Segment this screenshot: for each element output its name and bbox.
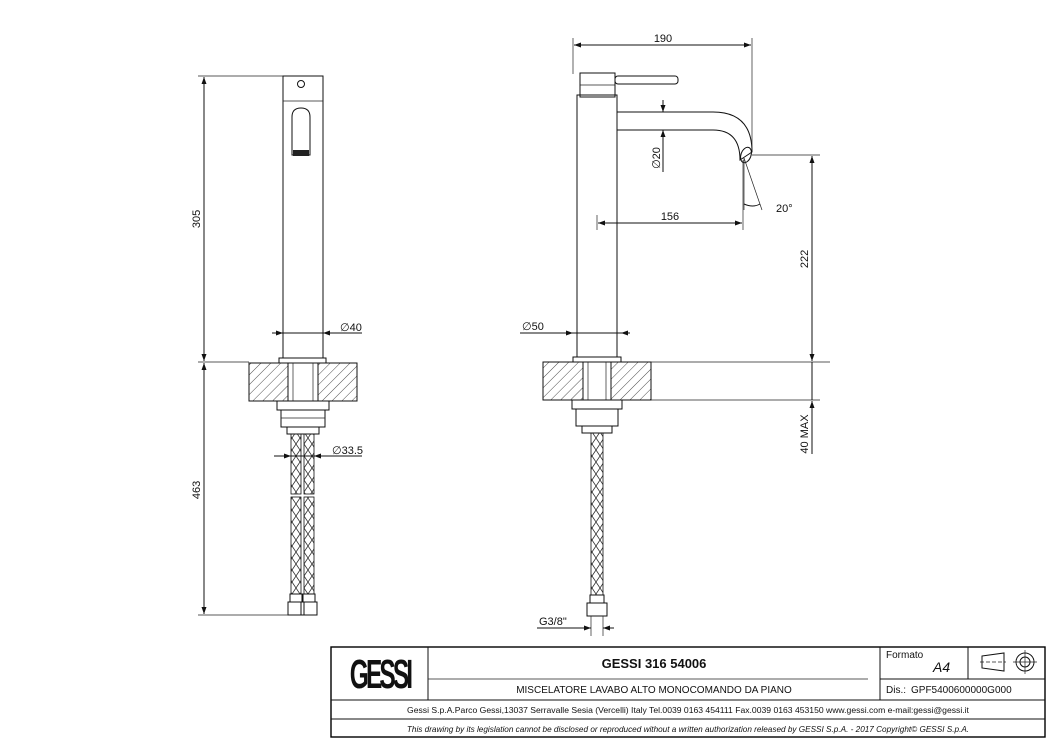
formato-label: Formato — [886, 650, 924, 661]
side-dim-diameter-20: ∅20 — [651, 147, 663, 169]
side-dim-190: 190 — [654, 33, 672, 45]
side-deck-right — [610, 361, 652, 401]
side-spout — [617, 111, 753, 161]
side-dim-diameter-50: ∅50 — [522, 321, 544, 333]
front-body — [282, 75, 324, 359]
front-dim-463: 463 — [191, 481, 203, 499]
front-dim-diameter-33-5: ∅33.5 — [332, 445, 363, 457]
product-description: MISCELATORE LAVABO ALTO MONOCOMANDO DA P… — [516, 685, 792, 696]
company-info: Gessi S.p.A.Parco Gessi,13037 Serravalle… — [407, 705, 969, 715]
front-dim-diameter-40: ∅40 — [340, 322, 362, 334]
front-lever-hole — [297, 80, 305, 88]
front-view: 305 463 ∅40 ∅33.5 — [191, 75, 363, 616]
formato-value: A4 — [932, 659, 950, 675]
side-dim-thread: G3/8" — [539, 616, 567, 628]
side-dim-156: 156 — [661, 211, 679, 223]
dis-value: GPF5400600000G000 — [911, 685, 1012, 696]
title-block: GESSI GESSI 316 54006 MISCELATORE LAVABO… — [330, 646, 1046, 738]
dis-label: Dis.: — [886, 685, 906, 696]
front-deck-left — [248, 362, 289, 402]
side-view: 190 ∅20 156 20° 222 40 MAX ∅50 G — [520, 33, 830, 636]
side-dim-222: 222 — [799, 250, 811, 268]
first-angle-projection-icon — [980, 650, 1037, 674]
side-dim-40-max: 40 MAX — [799, 414, 811, 454]
front-spout-outlet — [291, 107, 311, 156]
side-deck-left — [542, 361, 584, 401]
front-dim-305: 305 — [191, 210, 203, 228]
gessi-logo: GESSI — [350, 653, 412, 698]
side-dim-angle-20: 20° — [776, 203, 793, 215]
side-lever — [614, 75, 679, 85]
side-hose — [590, 432, 604, 596]
legal-notice: This drawing by its legislation cannot b… — [407, 725, 969, 734]
front-hose-left — [290, 433, 302, 495]
front-hose-right — [303, 433, 315, 495]
product-code: GESSI 316 54006 — [602, 656, 707, 671]
front-deck-right — [317, 362, 358, 402]
